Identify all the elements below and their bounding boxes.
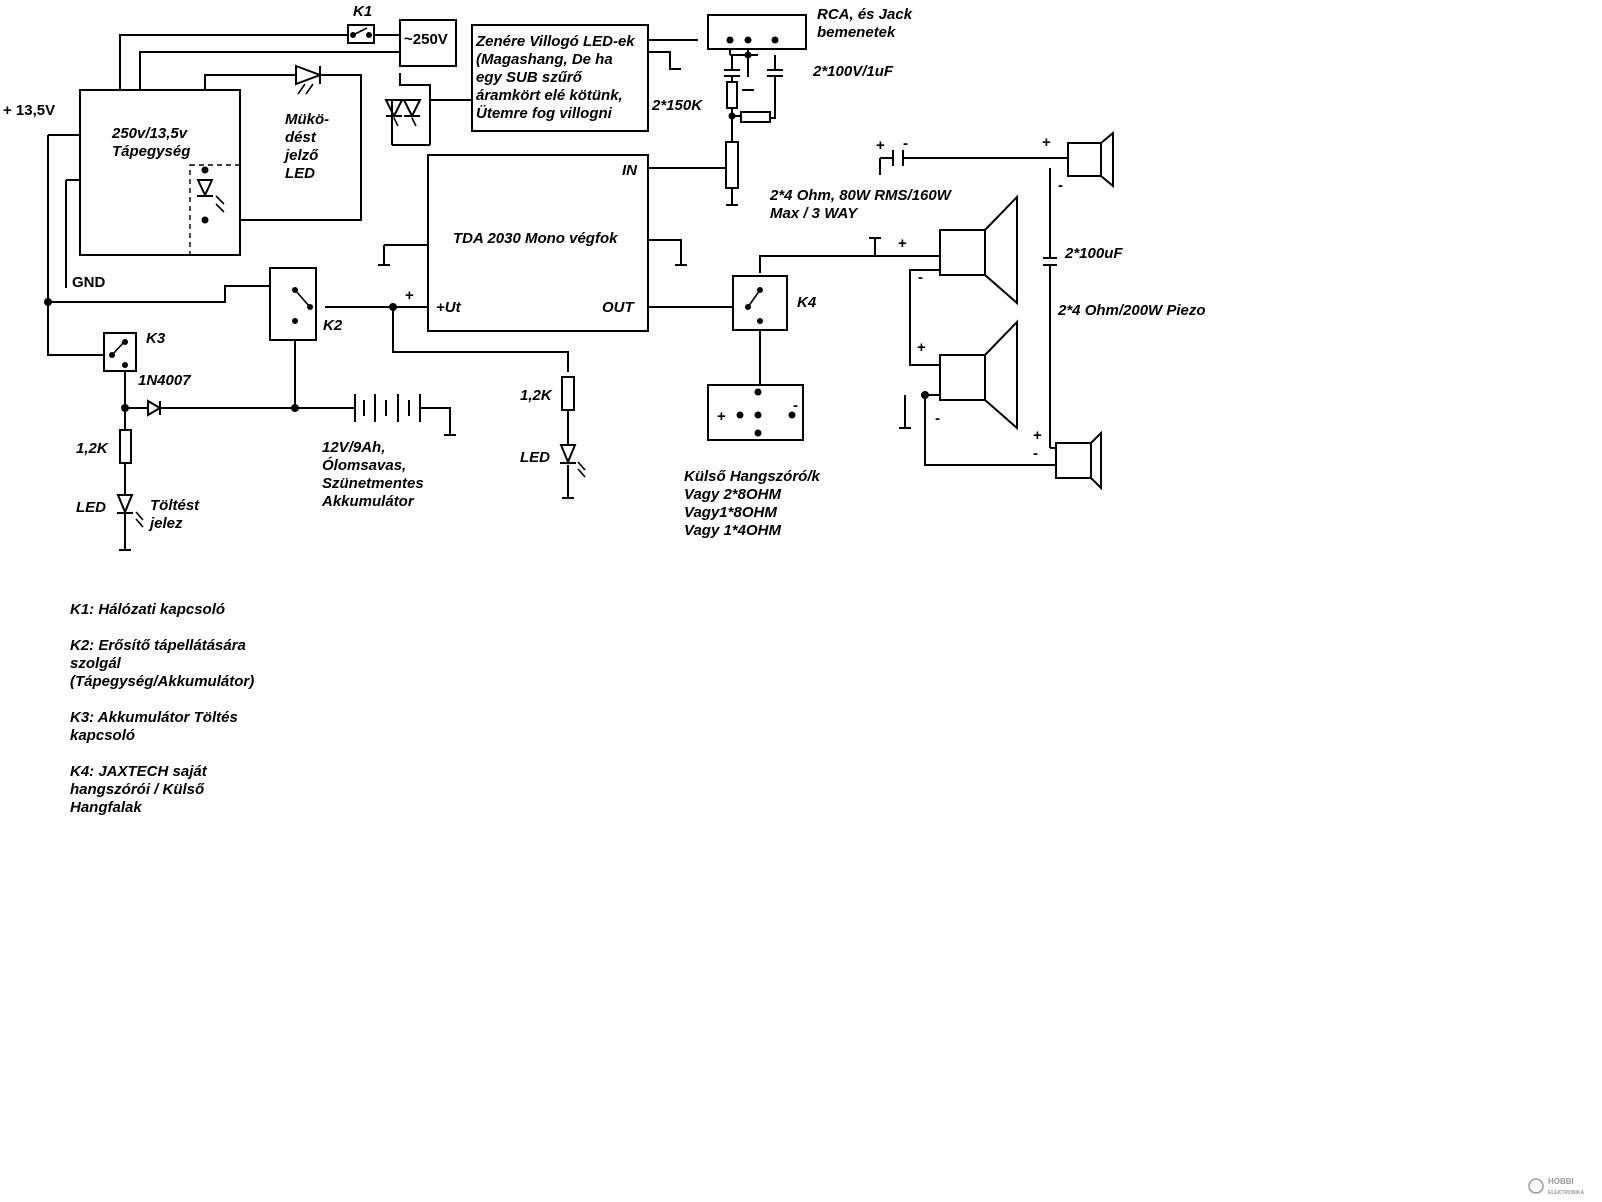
woofers-label-2: Max / 3 WAY — [770, 205, 859, 222]
watermark-line-2: ELEKTRONIKA — [1548, 1190, 1585, 1196]
amp-led-resistor-label: 1,2K — [520, 387, 553, 404]
led-module-line-1: Zenére Villogó LED-ek — [475, 33, 635, 50]
external-speakers-label-4: Vagy 1*4OHM — [684, 522, 781, 539]
amplifier-box — [427, 154, 649, 332]
amp-plus-ut-label: +Ut — [436, 299, 462, 316]
ground-symbols — [119, 68, 911, 551]
battery-label-2: Ólomsavas, — [322, 456, 406, 474]
amp-led-label: LED — [520, 449, 550, 466]
wires — [47, 34, 1068, 550]
charge-led-desc-2: jelez — [148, 515, 183, 532]
woofer-bottom-plus: + — [917, 339, 926, 356]
note-k2-line-1: K2: Erősítő tápellátására — [70, 637, 246, 654]
input-resistors-label: 2*150K — [651, 97, 703, 114]
amplifier-label: TDA 2030 Mono végfok — [453, 230, 618, 247]
supply-rail-label: + 13,5V — [3, 102, 55, 119]
tweeter-caps-label: 2*100uF — [1064, 245, 1123, 262]
piezo-tweeters — [1055, 130, 1114, 491]
external-speakers-label-3: Vagy1*8OHM — [684, 504, 777, 521]
note-k4-line-3: Hangfalak — [70, 799, 142, 816]
external-speakers-label-1: Külső Hangszóró/k — [684, 468, 821, 485]
battery-label-3: Szünetmentes — [322, 475, 424, 492]
charge-resistor-label: 1,2K — [76, 440, 109, 457]
tweeter-bottom-plus: + — [1033, 427, 1042, 444]
k4-label: K4 — [797, 294, 817, 311]
charge-led-desc-1: Töltést — [150, 497, 200, 514]
k1-label: K1 — [353, 3, 372, 20]
note-k4-line-2: hangszórói / Külső — [70, 781, 205, 798]
power-led-label-4: LED — [285, 165, 315, 182]
rca-label-line-2: bemenetek — [817, 24, 896, 41]
k1-switch — [347, 24, 375, 44]
psu-led-dashed-area — [189, 164, 241, 256]
k3-switch — [103, 332, 137, 372]
k3-label: K3 — [146, 330, 166, 347]
note-k2-line-2: szolgál — [70, 655, 122, 672]
k2-switch — [269, 267, 317, 341]
watermark-line-1: HOBBI — [1548, 1177, 1574, 1186]
amp-in-label: IN — [622, 162, 638, 179]
tweeter-cap-plus: + — [876, 137, 885, 154]
switch-contacts — [109, 27, 763, 368]
resistors — [119, 81, 771, 464]
external-speakers-label-2: Vagy 2*8OHM — [684, 486, 781, 503]
note-k3-line-2: kapcsoló — [70, 727, 135, 744]
amp-plus-sign: + — [405, 287, 414, 304]
note-k3-line-1: K3: Akkumulátor Töltés — [70, 709, 238, 726]
external-box-minus: - — [793, 397, 798, 414]
watermark-logo: HOBBI ELEKTRONIKA — [1528, 1177, 1585, 1196]
led-module-line-5: Ütemre fog villogni — [476, 105, 613, 122]
battery-symbol — [354, 394, 421, 422]
rca-label-line-1: RCA, és Jack — [817, 6, 913, 23]
woofer-bottom-minus: - — [935, 410, 940, 427]
mains-voltage-box — [399, 19, 457, 67]
power-led-label-3: jelző — [283, 147, 319, 164]
note-k2-line-3: (Tápegység/Akkumulátor) — [70, 673, 254, 690]
power-led-label-2: dést — [285, 129, 317, 146]
rca-input-box — [707, 14, 807, 50]
battery-label-1: 12V/9Ah, — [322, 439, 385, 456]
k2-label: K2 — [323, 317, 343, 334]
tweeter-top-plus: + — [1042, 134, 1051, 151]
piezo-label: 2*4 Ohm/200W Piezo — [1057, 302, 1206, 319]
diodes-leds — [116, 64, 586, 528]
led-module-box — [471, 24, 649, 132]
switch-notes: K1: Hálózati kapcsoló K2: Erősítő tápell… — [70, 601, 254, 816]
capacitors — [724, 69, 1057, 266]
psu-label-line-1: 250v/13,5v — [111, 125, 189, 142]
woofers-label-1: 2*4 Ohm, 80W RMS/160W — [769, 187, 953, 204]
led-module-line-3: egy SUB szűrő — [476, 69, 583, 86]
charge-led-label: LED — [76, 499, 106, 516]
junction-dots — [44, 36, 929, 437]
external-box-plus: + — [717, 408, 726, 425]
note-k4-line-1: K4: JAXTECH saját — [70, 763, 208, 780]
power-led-label-1: Mükö- — [285, 111, 329, 128]
labels: K1 ~250V Zenére Villogó LED-ek (Magashan… — [3, 3, 1206, 539]
woofer-speakers — [939, 194, 1018, 431]
tweeter-bottom-minus: - — [1033, 445, 1038, 462]
led-module-line-4: áramkört elé kötünk, — [476, 87, 623, 104]
mains-voltage-label: ~250V — [404, 31, 448, 48]
woofer-top-plus: + — [898, 235, 907, 252]
tweeter-top-minus: - — [1058, 177, 1063, 194]
battery-label-4: Akkumulátor — [321, 493, 415, 510]
led-module-line-2: (Magashang, De ha — [476, 51, 613, 68]
coupling-caps-label: 2*100V/1uF — [812, 63, 894, 80]
amp-out-label: OUT — [602, 299, 636, 316]
tweeter-cap-minus: - — [903, 135, 908, 152]
gnd-label: GND — [72, 274, 106, 291]
note-k1-line-1: K1: Hálózati kapcsoló — [70, 601, 225, 618]
psu-box — [79, 89, 241, 256]
diode-label: 1N4007 — [138, 372, 191, 389]
psu-label-line-2: Tápegység — [112, 143, 190, 160]
woofer-top-minus: - — [918, 269, 923, 286]
